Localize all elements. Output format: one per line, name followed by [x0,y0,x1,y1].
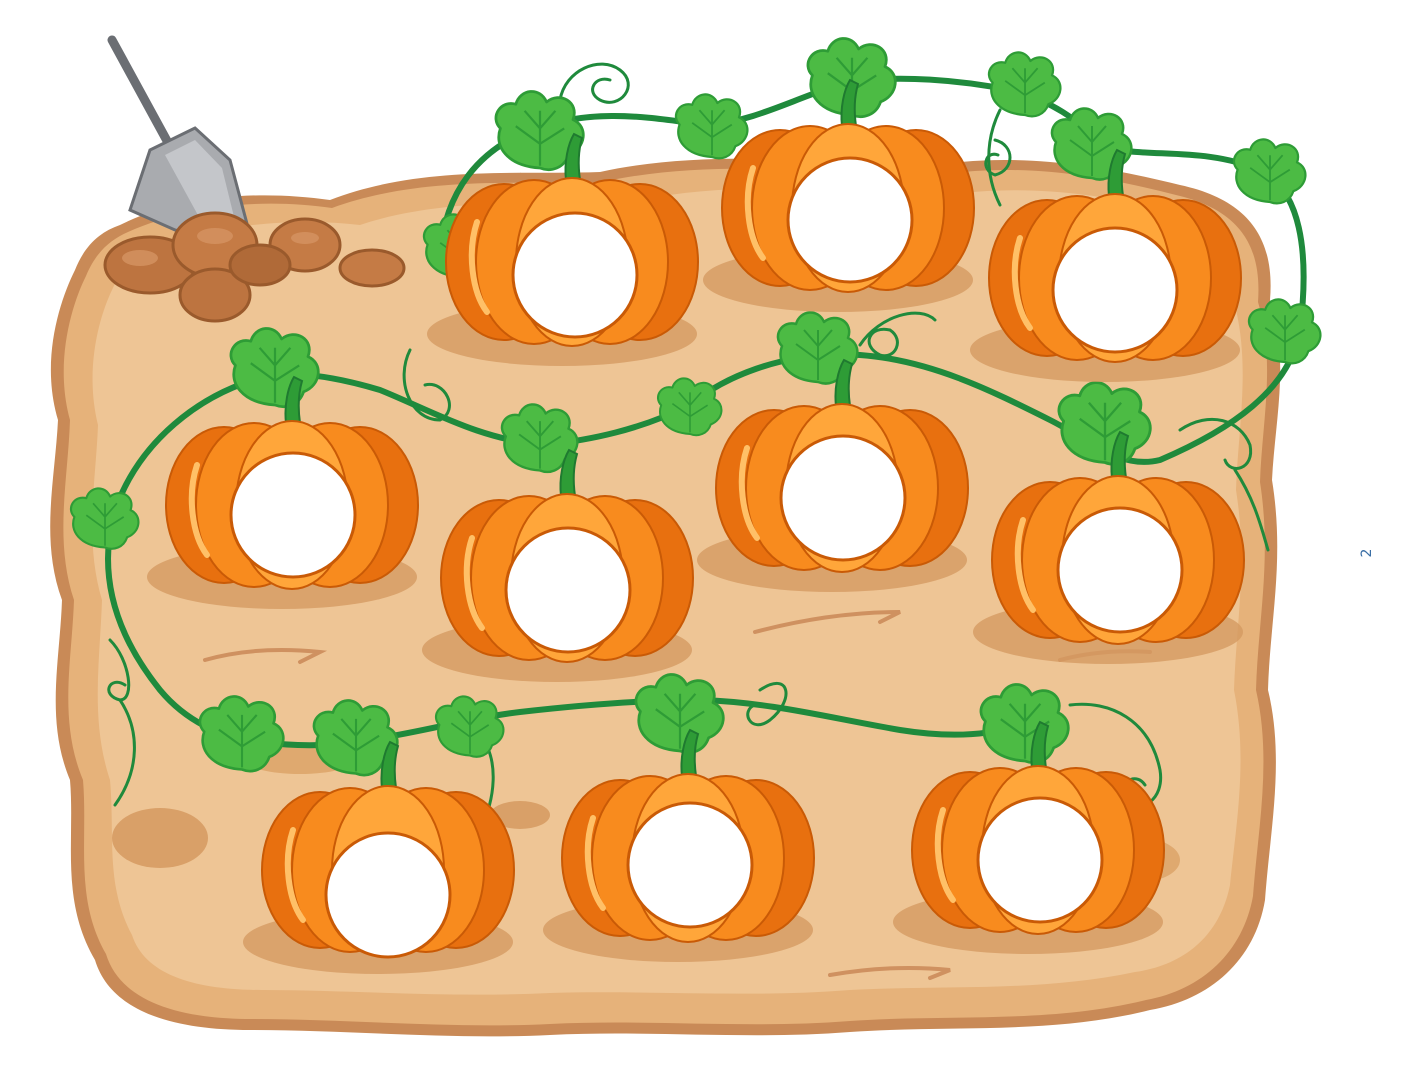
vine-leaf-icon [198,695,285,773]
shovel-icon [107,35,252,242]
pumpkin-highlight [744,165,766,261]
pumpkin-highlight [468,219,490,315]
answer-circle[interactable] [511,211,639,339]
pumpkin-icon [893,720,1165,954]
vine-leaf-icon [1057,381,1152,466]
pumpkin-icon [973,430,1245,664]
pumpkin-highlight [188,462,210,558]
vine-leaf-icon [69,487,140,550]
leaves [69,37,1322,777]
pumpkin-stem [834,358,854,407]
vine-leaf-icon [434,695,505,758]
soil-spot [490,801,550,829]
vine-leaf-icon [674,93,749,160]
answer-circle[interactable] [976,796,1104,924]
answer-circle[interactable] [504,526,632,654]
pumpkin-icon [970,148,1242,382]
vine-leaf-icon [806,37,897,119]
pumpkin-stem [1030,720,1050,769]
answer-circle[interactable] [626,801,754,929]
soil-spot [112,808,208,868]
answer-circle[interactable] [1056,506,1184,634]
pumpkin-stem [284,375,304,424]
answer-circle[interactable] [1051,226,1179,354]
pumpkin-stem [680,728,700,777]
pumpkin-highlight [463,535,485,631]
pumpkin-icon [147,375,419,609]
vine-leaf-icon [1247,298,1322,365]
pumpkin-highlight [584,815,606,911]
pumpkin-highlight [284,827,306,923]
pumpkin-stem [559,448,579,497]
page-number: 2 [1359,548,1375,558]
pumpkin-icon [697,358,969,592]
pumpkin-stem [1110,430,1130,479]
pumpkin-stem [840,78,860,127]
vine-leaf-icon [1232,138,1307,205]
pumpkin-icon [703,78,975,312]
pumpkin-icon [543,728,815,962]
pumpkin-stem [564,132,584,181]
pumpkin-icon [422,448,694,682]
vine-leaf-icon [634,673,725,755]
pumpkin-highlight [1011,235,1033,331]
pumpkin-highlight [1014,517,1036,613]
pumpkin-stem [1107,148,1127,197]
answer-circle[interactable] [786,156,914,284]
dirt-pile-icon [103,211,406,323]
pumpkins [147,78,1245,974]
pumpkin-icon [243,740,515,974]
answer-circle[interactable] [324,831,452,959]
vine-leaf-icon [987,51,1062,118]
pumpkin-highlight [738,445,760,541]
pumpkin-icon [427,132,699,366]
pumpkin-highlight [934,807,956,903]
vine-leaf-icon [312,699,399,777]
vine-leaf-icon [657,377,723,437]
answer-circle[interactable] [779,434,907,562]
pumpkin-stem [380,740,400,789]
answer-circle[interactable] [229,451,357,579]
